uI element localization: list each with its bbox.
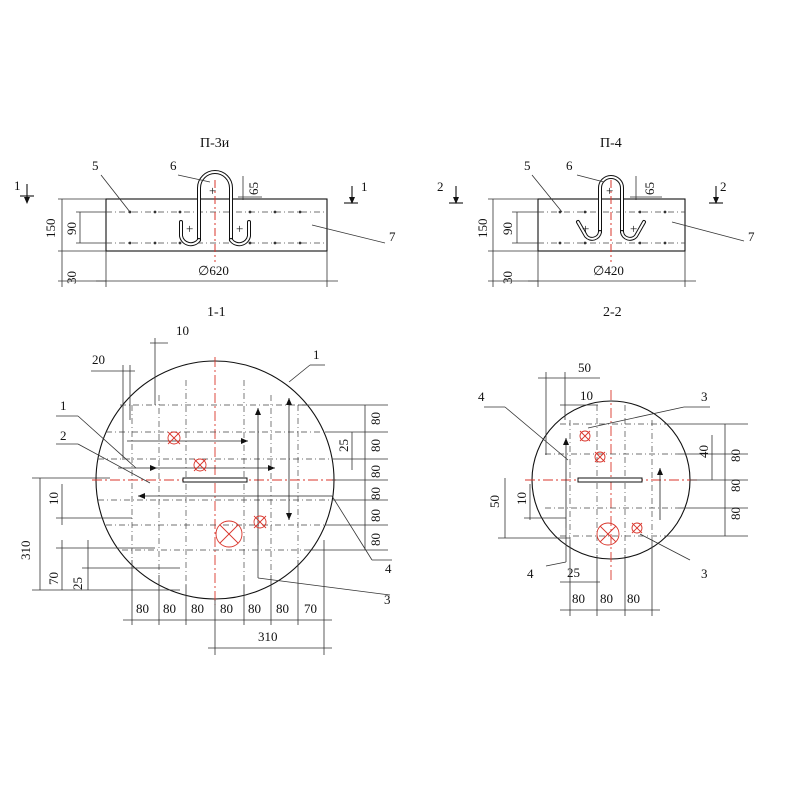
svg-text:2: 2 [437, 179, 444, 194]
dim-80-b4: 80 [220, 601, 233, 616]
pos-1-plan-a: 1 [60, 398, 67, 413]
dim-80-r3: 80 [368, 465, 383, 478]
dim-10-left-plan: 10 [46, 492, 61, 505]
lifting-loop: + + + [179, 170, 251, 247]
dim-150-left: 150 [43, 219, 58, 239]
slab-body-620 [105, 198, 328, 252]
dim-80-b3: 80 [191, 601, 204, 616]
dim-10-top: 10 [580, 388, 593, 403]
dim-80-r2: 80 [368, 439, 383, 452]
left-elevation: 1 1 + + + [14, 158, 396, 287]
dim-80-r1: 80 [368, 412, 383, 425]
lifting-loop-right: + + + [576, 175, 646, 241]
dim-80-r6: 80 [368, 533, 383, 546]
dim-10-left-r: 10 [514, 492, 529, 505]
pos-6-right: 6 [566, 158, 573, 173]
pos-4-plan: 4 [385, 561, 392, 576]
dim-80-rr3: 80 [728, 507, 743, 520]
svg-text:+: + [606, 183, 613, 198]
dim-80-b5: 80 [248, 601, 261, 616]
dim-80-r4: 80 [368, 487, 383, 500]
pos-3-plan: 3 [384, 592, 391, 607]
pos-5-right: 5 [524, 158, 531, 173]
dim-25-r: 25 [567, 565, 580, 580]
dim-50-left: 50 [487, 495, 502, 508]
pos-6-left: 6 [170, 158, 177, 173]
dim-25-right-plan: 25 [336, 439, 351, 452]
dim-80-r5: 80 [368, 509, 383, 522]
svg-text:+: + [209, 183, 216, 198]
right-elevation: 2 2 + + + 5 [437, 158, 755, 287]
dim-310-bottom: 310 [258, 629, 278, 644]
dim-65-left: 65 [246, 182, 261, 195]
svg-text:+: + [630, 221, 637, 236]
section-mark-2-left: 2 [437, 179, 463, 204]
pos-3-plan-a: 3 [701, 389, 708, 404]
title-p4: П-4 [600, 136, 622, 151]
hole-marks [167, 431, 267, 548]
dim-80-b1: 80 [136, 601, 149, 616]
pos-5-left: 5 [92, 158, 99, 173]
dim-310-left-plan: 310 [18, 541, 33, 561]
dim-80-b6: 80 [276, 601, 289, 616]
svg-text:+: + [582, 221, 589, 236]
loop-slot-right [577, 477, 643, 483]
pos-4-plan-b: 4 [527, 566, 534, 581]
title-section-2-2: 2-2 [603, 305, 622, 320]
svg-text:1: 1 [361, 179, 368, 194]
pos-4-plan-a: 4 [478, 389, 485, 404]
dim-40: 40 [696, 445, 711, 458]
dim-70-b7: 70 [304, 601, 317, 616]
dim-50-top: 50 [578, 360, 591, 375]
dim-150-right: 150 [475, 219, 490, 239]
dim-dia-620: ∅620 [198, 263, 229, 278]
loop-slot [182, 477, 248, 483]
pos-7-right: 7 [748, 229, 755, 244]
pos-1-plan-b: 1 [313, 347, 320, 362]
left-plan: 10 20 1 2 1 4 3 25 [18, 323, 392, 655]
dim-90-right: 90 [500, 222, 515, 235]
dim-10-top-left: 10 [176, 323, 189, 338]
dim-80-rr1: 80 [728, 449, 743, 462]
svg-text:+: + [186, 221, 193, 236]
pos-7-left: 7 [389, 229, 396, 244]
dim-65-right: 65 [642, 182, 657, 195]
svg-text:1: 1 [14, 178, 21, 193]
dim-dia-420: ∅420 [593, 263, 624, 278]
section-mark-1-right: 1 [344, 179, 368, 204]
title-section-1-1: 1-1 [207, 305, 226, 320]
dim-80-rb2: 80 [600, 591, 613, 606]
dim-80-rb3: 80 [627, 591, 640, 606]
hole-marks-right [579, 430, 643, 546]
section-mark-1-left: 1 [14, 178, 34, 204]
title-p3i: П-3и [200, 136, 230, 151]
svg-text:+: + [236, 221, 243, 236]
svg-text:2: 2 [720, 179, 727, 194]
dim-70-left-plan: 70 [46, 572, 61, 585]
dim-80-b2: 80 [163, 601, 176, 616]
dim-25-left-plan: 25 [70, 577, 85, 590]
dim-20-top-left: 20 [92, 352, 105, 367]
dim-80-rr2: 80 [728, 479, 743, 492]
pos-3-plan-b: 3 [701, 566, 708, 581]
pos-2-plan: 2 [60, 428, 67, 443]
dim-30-right: 30 [500, 271, 515, 284]
dim-80-rb1: 80 [572, 591, 585, 606]
dim-90-left: 90 [64, 222, 79, 235]
dim-30-left: 30 [64, 271, 79, 284]
right-plan: 50 10 4 3 4 3 40 80 80 80 50 [478, 360, 748, 616]
section-mark-2-right: 2 [709, 179, 727, 204]
